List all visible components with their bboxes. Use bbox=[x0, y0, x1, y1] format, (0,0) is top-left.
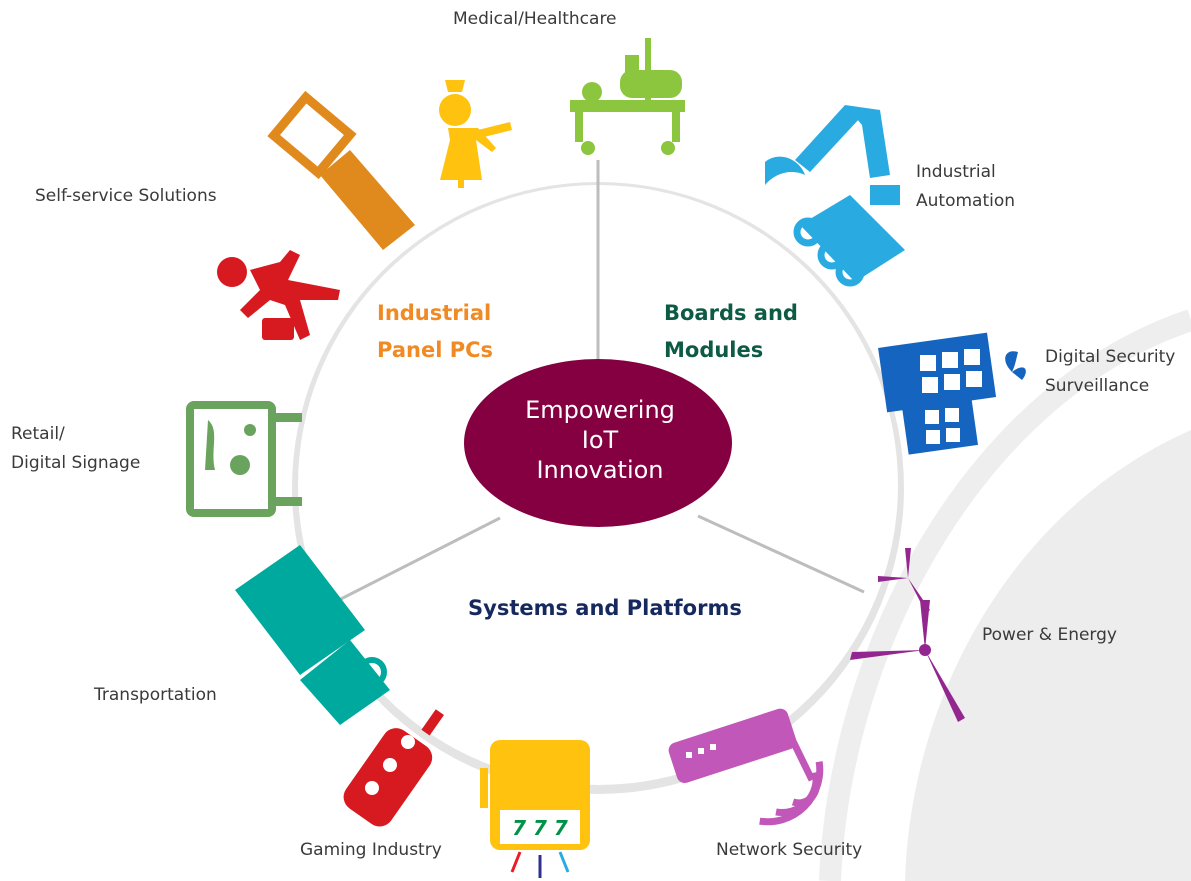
slot-machine-icon: 7 7 7 bbox=[480, 740, 590, 878]
industry-label-line: Automation bbox=[916, 191, 1016, 211]
industry-label-gaming: Gaming Industry bbox=[300, 836, 442, 865]
industry-label-line: Medical/Healthcare bbox=[453, 9, 617, 29]
industry-label-line: Industrial bbox=[916, 162, 996, 182]
sector-label-line-2: Modules bbox=[664, 338, 764, 362]
industry-label-transport: Transportation bbox=[94, 681, 217, 710]
industry-label-line: Network Security bbox=[716, 840, 863, 860]
industry-label-line: Digital Signage bbox=[11, 453, 141, 473]
sector-label-line-2: Panel PCs bbox=[377, 338, 494, 362]
industry-label-automation: Industrial Automation bbox=[916, 158, 1015, 216]
industry-label-line: Gaming Industry bbox=[300, 840, 442, 860]
industry-label-line: Surveillance bbox=[1045, 376, 1150, 396]
sector-label-line-1: Systems and Platforms bbox=[468, 596, 742, 620]
industry-label-security: Digital Security Surveillance bbox=[1045, 343, 1175, 401]
center-title-line-1: Empowering bbox=[525, 396, 675, 424]
sector-systems-and-platforms: Systems and Platforms bbox=[468, 590, 742, 627]
industry-label-line: Self-service Solutions bbox=[35, 186, 217, 206]
signage-board-icon bbox=[186, 401, 302, 517]
background-arcs bbox=[819, 309, 1191, 881]
industry-label-line: Digital Security bbox=[1045, 347, 1176, 367]
wind-turbine-icon bbox=[850, 548, 965, 722]
sector-label-line-1: Boards and bbox=[664, 301, 798, 325]
industry-label-medical: Medical/Healthcare bbox=[453, 5, 617, 34]
center-title-line-3: Innovation bbox=[536, 456, 664, 484]
kiosk-icon bbox=[267, 90, 415, 250]
nurse-icon bbox=[439, 80, 512, 188]
industry-label-line: Transportation bbox=[94, 685, 217, 705]
sector-industrial-panel-pcs: Industrial Panel PCs bbox=[377, 295, 493, 369]
hospital-bed-icon bbox=[570, 38, 685, 155]
office-building-icon bbox=[878, 332, 1026, 455]
wifi-router-icon bbox=[668, 708, 824, 826]
center-ellipse bbox=[464, 359, 732, 527]
industry-label-energy: Power & Energy bbox=[982, 621, 1117, 650]
industry-label-retail: Retail/ Digital Signage bbox=[11, 420, 140, 478]
center-title: Empowering IoT Innovation bbox=[465, 395, 735, 485]
sector-dividers bbox=[332, 160, 865, 605]
industry-label-self-service: Self-service Solutions bbox=[35, 182, 217, 211]
truck-icon bbox=[235, 545, 390, 725]
industry-label-line: Power & Energy bbox=[982, 625, 1117, 645]
traffic-light-icon bbox=[343, 709, 444, 827]
industry-label-network: Network Security bbox=[716, 836, 862, 865]
svg-text:7 7 7: 7 7 7 bbox=[512, 816, 568, 840]
center-title-line-2: IoT bbox=[581, 426, 619, 454]
sector-boards-and-modules: Boards and Modules bbox=[664, 295, 798, 369]
industry-label-line: Retail/ bbox=[11, 424, 65, 444]
sector-label-line-1: Industrial bbox=[377, 301, 492, 325]
walking-person-icon bbox=[217, 250, 340, 340]
robotic-arm-icon bbox=[765, 105, 905, 287]
